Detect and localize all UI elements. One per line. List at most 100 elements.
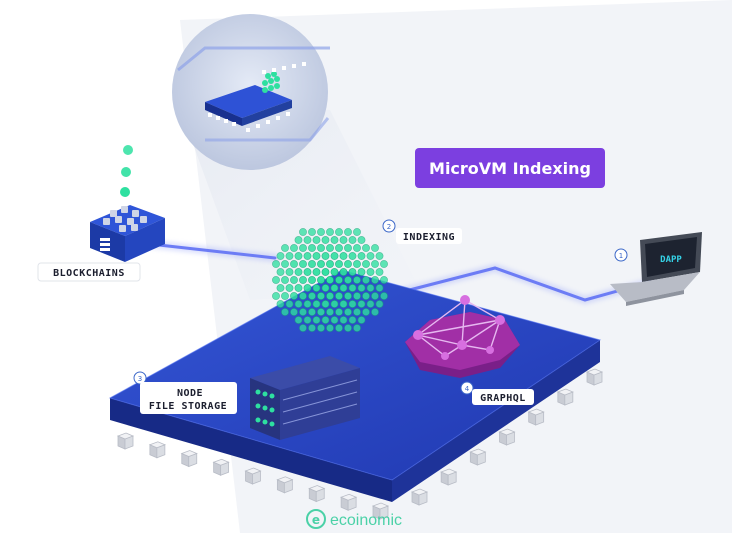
index-cube	[330, 268, 339, 276]
index-cube	[371, 292, 379, 300]
index-cube	[321, 268, 330, 276]
index-cube	[371, 308, 379, 316]
index-cube	[317, 292, 325, 300]
index-cube	[353, 292, 361, 300]
index-cube	[272, 292, 280, 300]
graphql-label: 4 GRAPHQL	[460, 381, 534, 405]
index-cube	[362, 260, 370, 268]
index-cube	[366, 284, 375, 292]
index-cube	[294, 316, 303, 324]
indexing-label-text: INDEXING	[403, 232, 455, 243]
index-cube	[375, 268, 384, 276]
dapp-screen-text: DAPP	[660, 255, 682, 265]
index-cube	[285, 268, 294, 276]
index-cube	[357, 236, 366, 244]
index-cube	[321, 252, 330, 260]
index-cube	[303, 300, 312, 308]
index-cube	[276, 252, 285, 260]
index-cube	[330, 284, 339, 292]
index-cube	[348, 300, 357, 308]
index-cube	[321, 284, 330, 292]
index-cube	[308, 276, 316, 284]
index-cube	[312, 284, 321, 292]
index-cube	[353, 260, 361, 268]
index-cube	[348, 268, 357, 276]
index-cube	[339, 316, 348, 324]
index-cube	[344, 244, 352, 252]
board-pin	[244, 467, 262, 475]
magnifier-circle	[172, 14, 330, 170]
index-cube	[290, 244, 298, 252]
index-cube	[294, 236, 303, 244]
index-cube	[344, 260, 352, 268]
board-pin	[371, 502, 390, 510]
index-cube	[294, 300, 303, 308]
index-cube	[371, 276, 379, 284]
index-cube	[330, 236, 339, 244]
floating-cubes	[120, 145, 133, 197]
index-cube	[380, 292, 388, 300]
index-cube	[308, 260, 316, 268]
index-cube	[285, 284, 294, 292]
index-cube	[326, 292, 334, 300]
index-cube	[281, 292, 289, 300]
index-cube	[348, 236, 357, 244]
index-cube	[281, 244, 289, 252]
index-cube	[321, 316, 330, 324]
index-cube	[299, 308, 307, 316]
index-cube	[312, 300, 321, 308]
index-cube	[339, 236, 348, 244]
index-cube	[326, 276, 334, 284]
blockchains-label: BLOCKCHAINS	[37, 262, 141, 282]
index-cube	[308, 324, 316, 332]
index-cube	[299, 276, 307, 284]
index-cube	[362, 244, 370, 252]
index-cube	[357, 252, 366, 260]
index-cube	[321, 236, 330, 244]
board-pin	[308, 485, 326, 492]
board-pin	[585, 368, 604, 376]
index-cube	[371, 260, 379, 268]
index-cube	[317, 324, 325, 332]
board-pin	[116, 432, 135, 440]
diagram-title: MicroVM Indexing	[429, 159, 591, 178]
blockchains-module	[90, 145, 165, 262]
index-cube	[353, 308, 361, 316]
index-cube	[344, 276, 352, 284]
index-cube	[294, 268, 303, 276]
index-cube	[380, 276, 388, 284]
index-cube	[317, 276, 325, 284]
index-cube	[281, 308, 289, 316]
blockchains-label-text: BLOCKCHAINS	[53, 268, 125, 279]
index-cube	[299, 244, 307, 252]
index-cube	[317, 308, 325, 316]
index-cube	[380, 260, 388, 268]
dapp-label: 1	[614, 248, 628, 262]
index-cube	[326, 228, 334, 236]
watermark: e ecoinomic	[306, 509, 402, 529]
index-cube	[335, 308, 343, 316]
index-cube	[281, 276, 289, 284]
board-pin	[410, 488, 429, 496]
index-cube	[308, 244, 316, 252]
index-cube	[344, 308, 352, 316]
laptop-dapp: DAPP	[610, 232, 702, 306]
index-cube	[308, 228, 316, 236]
index-cube	[312, 236, 321, 244]
index-cube	[290, 260, 298, 268]
index-cube	[335, 228, 343, 236]
index-cube	[326, 308, 334, 316]
index-cube	[308, 308, 316, 316]
index-cube	[290, 292, 298, 300]
board-pin	[469, 448, 487, 456]
index-cube	[276, 268, 285, 276]
index-cube	[308, 292, 316, 300]
index-cube	[321, 300, 330, 308]
index-cube	[353, 276, 361, 284]
index-cube	[272, 260, 280, 268]
board-pin	[556, 388, 574, 396]
node-label-line2: FILE STORAGE	[149, 401, 227, 412]
watermark-text: ecoinomic	[330, 512, 402, 529]
board-pin	[148, 441, 166, 449]
index-cube	[294, 284, 303, 292]
